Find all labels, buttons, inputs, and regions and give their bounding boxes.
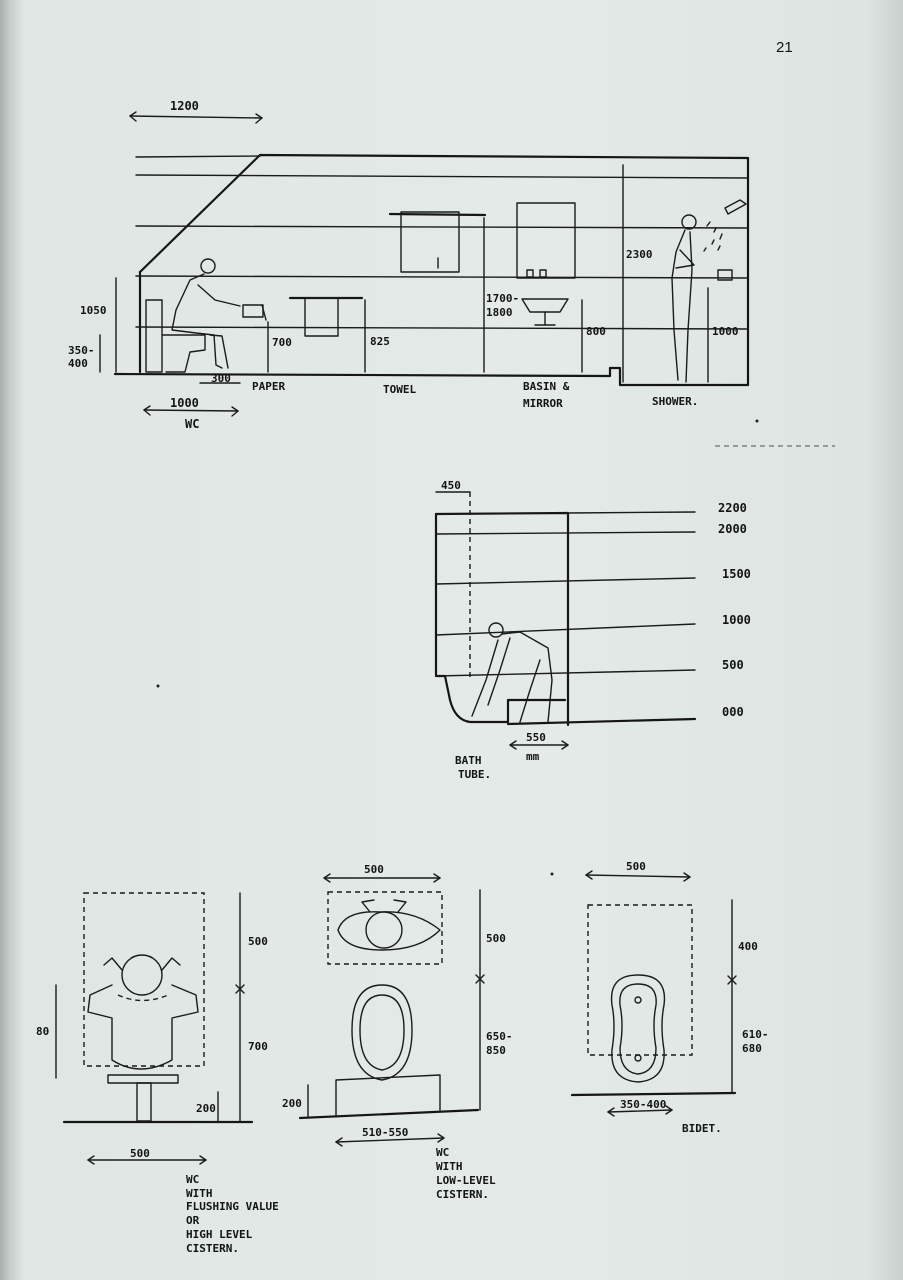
p3-dim-width: 350-400	[620, 1098, 666, 1111]
p3-label: BIDET.	[682, 1122, 722, 1135]
dim-825: 825	[370, 335, 390, 348]
dim-800: 800	[586, 325, 606, 338]
dim-1000-shower: 1000	[712, 325, 739, 338]
p1-label-1: WITH	[186, 1187, 213, 1200]
label-bath: BATH	[455, 754, 482, 767]
label-basin: BASIN &	[523, 380, 570, 393]
wc-seated-figure	[145, 258, 264, 373]
bending-figure	[471, 622, 553, 723]
label-shower: SHOWER.	[652, 395, 698, 408]
dim-700: 700	[272, 336, 292, 349]
p1-label-0: WC	[186, 1173, 199, 1186]
level-1000: 1000	[722, 613, 751, 627]
dim-mm: mm	[526, 750, 540, 763]
plan-wc-flushing-valve: 80 500 700 200 500 WC WITH FLUSHING VALU…	[36, 892, 279, 1255]
plan-wc-low-level-cistern: 500 500 650- 850 200 510-550 WC WITH LOW…	[282, 863, 513, 1201]
dim-1050: 1050	[80, 304, 107, 317]
p2-dim-650b: 850	[486, 1044, 506, 1057]
towel-rail-low	[288, 296, 364, 337]
p1-dim-side: 80	[36, 1025, 49, 1038]
p1-label-3: OR	[186, 1214, 200, 1227]
basin-and-mirror	[516, 202, 576, 326]
p1-dim-700: 700	[248, 1040, 268, 1053]
bathroom-elevation: 1200 700 8	[68, 99, 750, 431]
p3-dim-610a: 610-	[742, 1028, 769, 1041]
dim-450: 450	[441, 479, 461, 492]
label-paper: PAPER	[252, 380, 285, 393]
p2-dim-200: 200	[282, 1097, 302, 1110]
dim-1200: 1200	[170, 99, 199, 113]
dim-1700: 1700-	[486, 292, 519, 305]
level-2000: 2000	[718, 522, 747, 536]
dim-350: 350-	[68, 344, 95, 357]
dim-400: 400	[68, 357, 88, 370]
p2-label-1: WITH	[436, 1160, 463, 1173]
bath-elevation: 450 2200 2000 1500 1000 500 000 550 mm B…	[434, 479, 751, 781]
p1-dim-width: 500	[130, 1147, 150, 1160]
p2-label-0: WC	[436, 1146, 449, 1159]
p1-label-5: CISTERN.	[186, 1242, 239, 1255]
p2-dim-width: 510-550	[362, 1126, 408, 1139]
p2-dim-500: 500	[486, 932, 506, 945]
page-number: 21	[776, 39, 793, 56]
p2-label-3: CISTERN.	[436, 1188, 489, 1201]
p2-dim-650a: 650-	[486, 1030, 513, 1043]
dim-1800: 1800	[486, 306, 513, 319]
plan-bidet: 500 400 610- 680 350-400 BIDET.	[570, 860, 769, 1135]
towel-rail-high	[388, 211, 487, 273]
shower-figure	[671, 199, 747, 383]
p1-label-4: HIGH LEVEL	[186, 1228, 253, 1241]
dim-2300: 2300	[626, 248, 653, 261]
p2-dim-top: 500	[364, 863, 384, 876]
dim-300: 300	[211, 372, 231, 385]
label-mirror: MIRROR	[523, 397, 563, 410]
p2-label-2: LOW-LEVEL	[436, 1174, 496, 1187]
dim-1000-wc: 1000	[170, 396, 199, 410]
label-tube: TUBE.	[458, 768, 491, 781]
p3-dim-610b: 680	[742, 1042, 762, 1055]
p1-label-2: FLUSHING VALUE	[186, 1200, 279, 1213]
p3-dim-400: 400	[738, 940, 758, 953]
dim-550: 550	[526, 731, 546, 744]
level-000: 000	[722, 705, 744, 719]
level-2200: 2200	[718, 501, 747, 515]
label-towel: TOWEL	[383, 383, 416, 396]
p1-dim-500: 500	[248, 935, 268, 948]
level-500: 500	[722, 658, 744, 672]
p3-dim-top: 500	[626, 860, 646, 873]
label-wc: WC	[185, 417, 199, 431]
level-1500: 1500	[722, 567, 751, 581]
p1-dim-200: 200	[196, 1102, 216, 1115]
